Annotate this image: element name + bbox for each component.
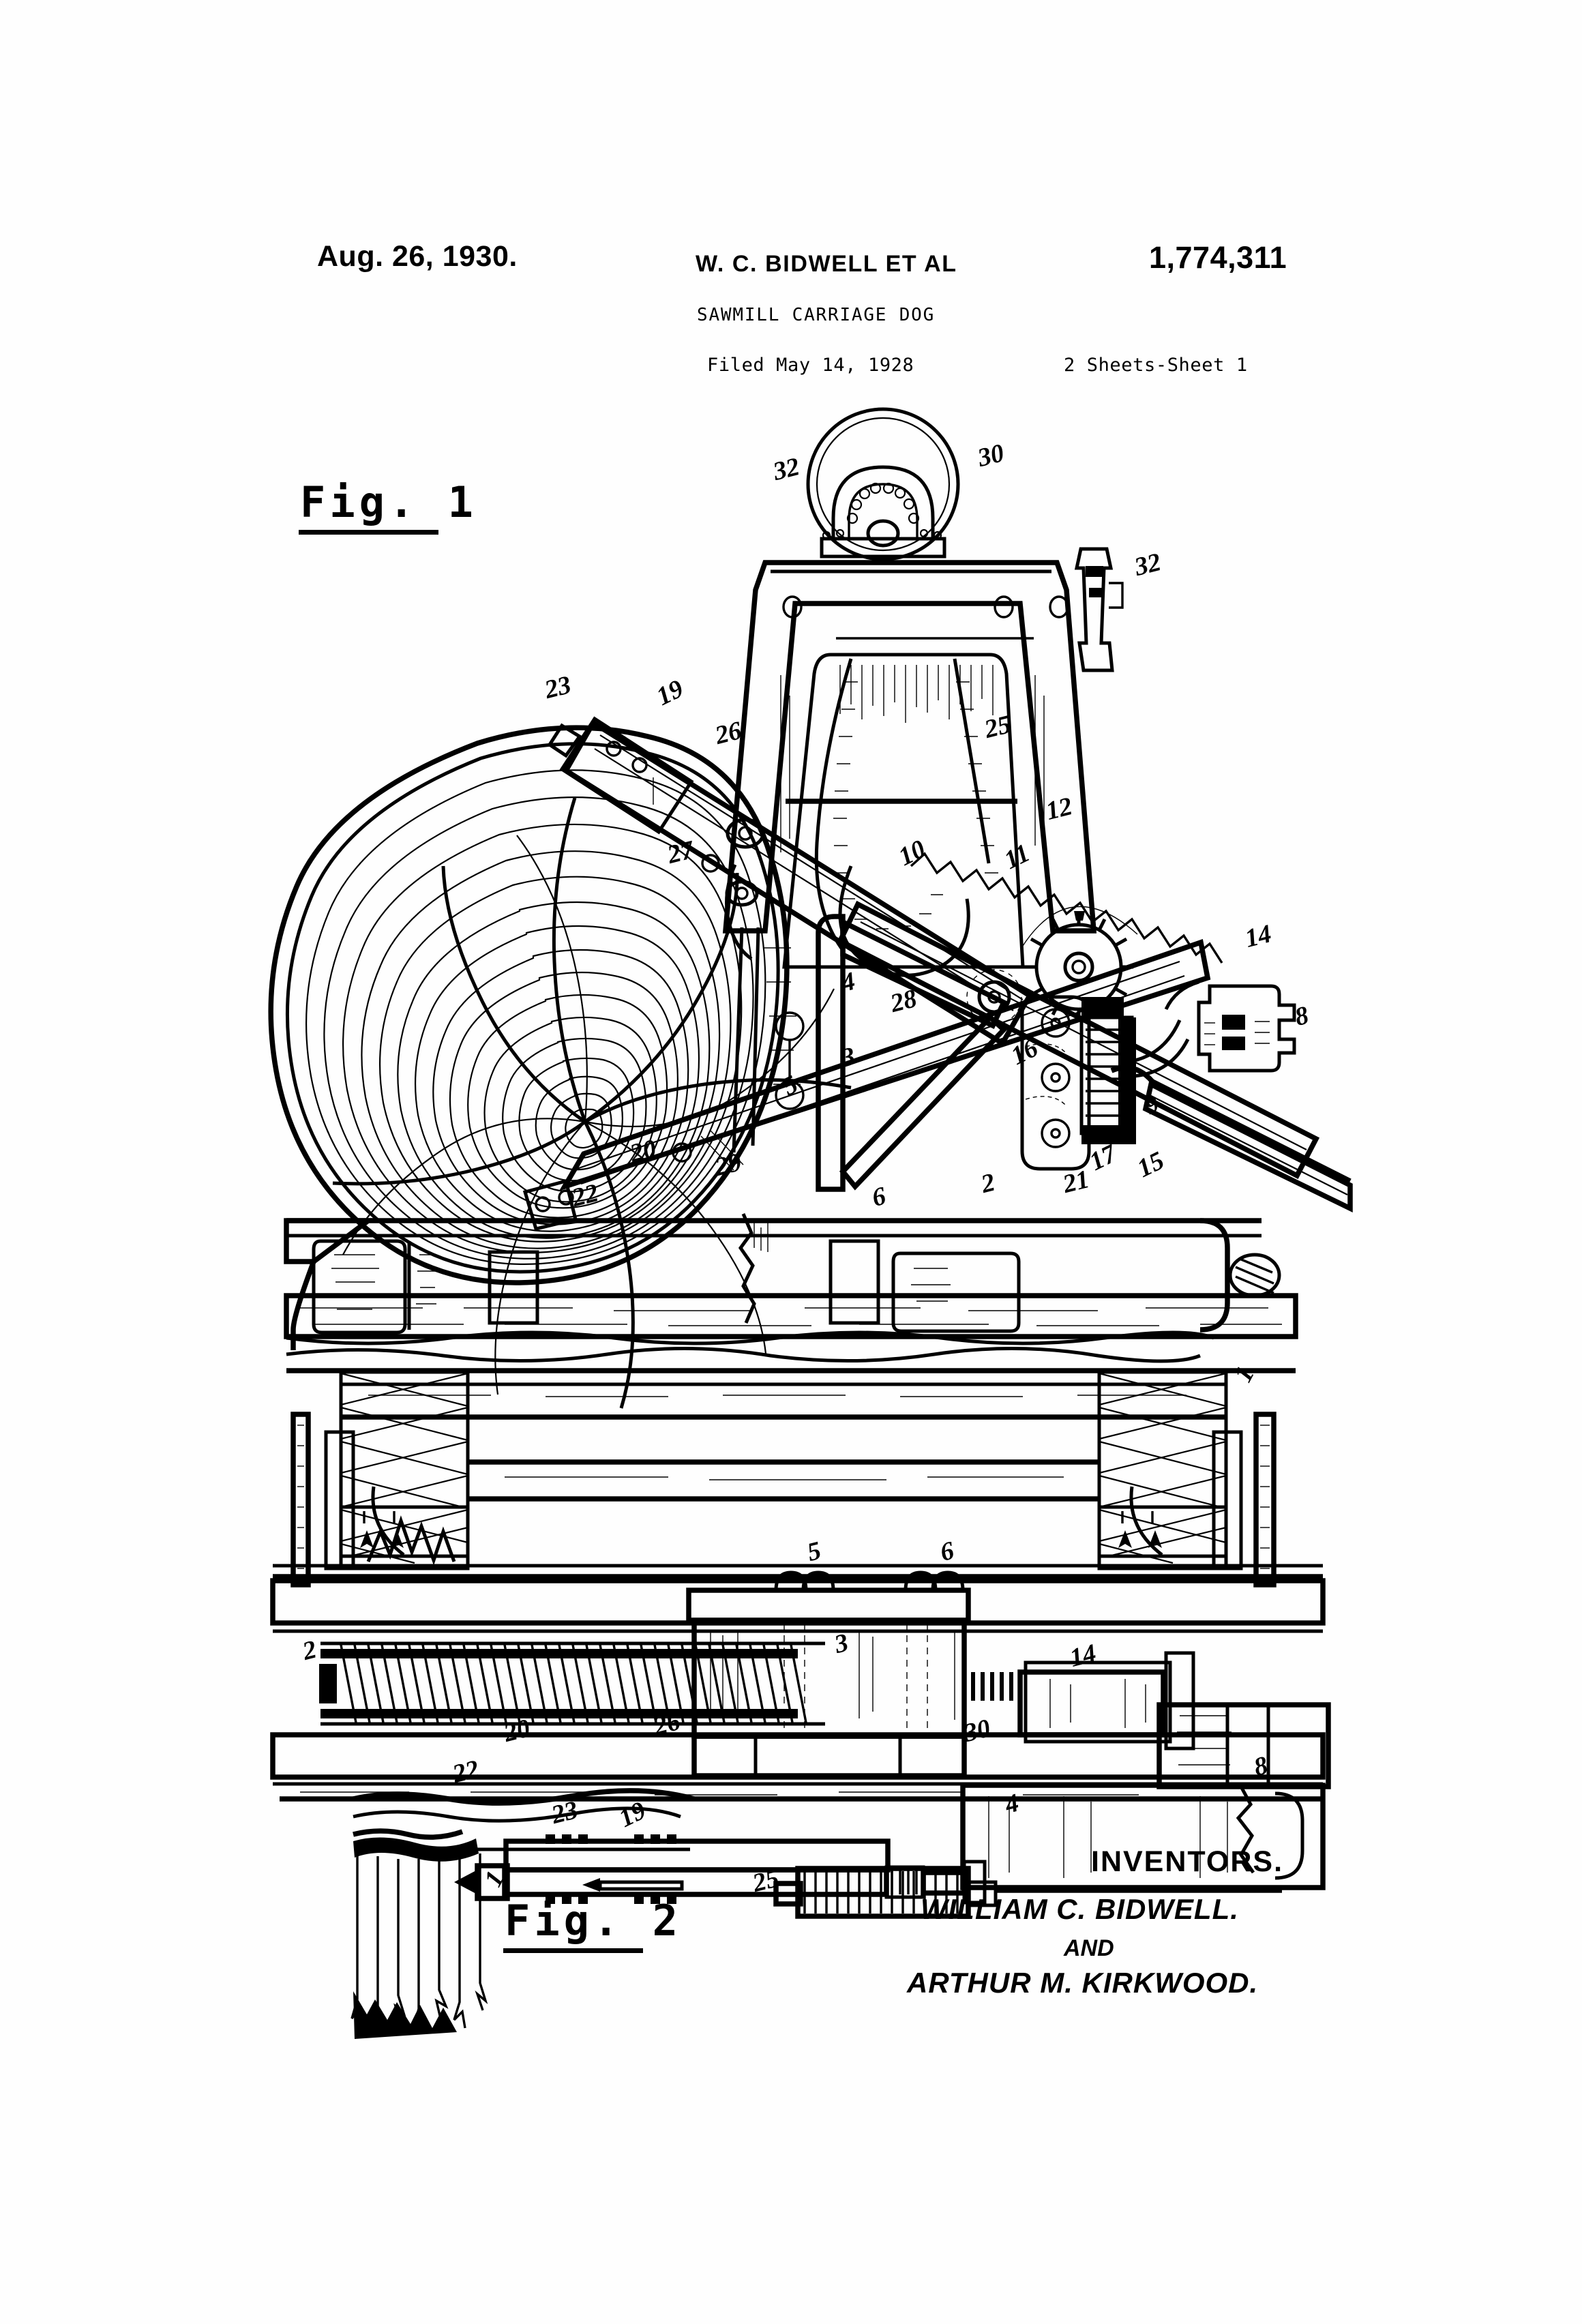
header-inventor-line: W. C. BIDWELL ET AL	[696, 251, 957, 277]
rack-and-pinion	[837, 852, 1320, 1180]
spring-link-assembly	[1020, 995, 1190, 1171]
slide-block-3	[686, 1570, 971, 1778]
dog-bar-plan	[454, 1834, 987, 1905]
guide-rail-8	[1110, 1064, 1353, 1212]
knee-brace-triangle	[732, 914, 1022, 1192]
knee-frame-upright	[722, 547, 1124, 969]
pinion-gear	[1021, 906, 1138, 1022]
figure-2-drawing	[270, 1515, 1331, 2039]
pivot-28	[966, 969, 1022, 1025]
sawn-board-section	[350, 1788, 695, 2039]
header-title: SAWMILL CARRIAGE DOG	[697, 305, 936, 325]
chain-anchor-pin	[726, 818, 765, 849]
top-bearing-assembly	[806, 407, 960, 561]
bolt-5	[775, 1011, 805, 1110]
header-patent-number: 1,774,311	[1149, 240, 1287, 275]
header-date: Aug. 26, 1930.	[317, 240, 518, 273]
figure-2-caption: Fig. 2	[503, 1896, 682, 1953]
inventor-signature-2: ARTHUR M. KIRKWOOD.	[907, 1967, 1259, 1999]
feed-screw	[319, 1641, 825, 1726]
inventors-conjunction: AND	[1064, 1935, 1114, 1961]
truck-supports	[290, 1370, 1277, 1588]
inventors-label: INVENTORS.	[1091, 1845, 1284, 1878]
header-filed-date: Filed May 14, 1928	[707, 355, 914, 376]
knee-frame-plan	[960, 1702, 1331, 1890]
header-sheet-count: 2 Sheets-Sheet 1	[1064, 355, 1248, 376]
carriage-deck	[284, 1213, 1298, 1420]
inventor-signature-1: WILLIAM C. BIDWELL.	[921, 1893, 1239, 1925]
clamp-head-14	[1164, 980, 1296, 1073]
figure-1-caption: Fig. 1	[299, 477, 477, 535]
log-cross-section	[268, 725, 852, 1409]
